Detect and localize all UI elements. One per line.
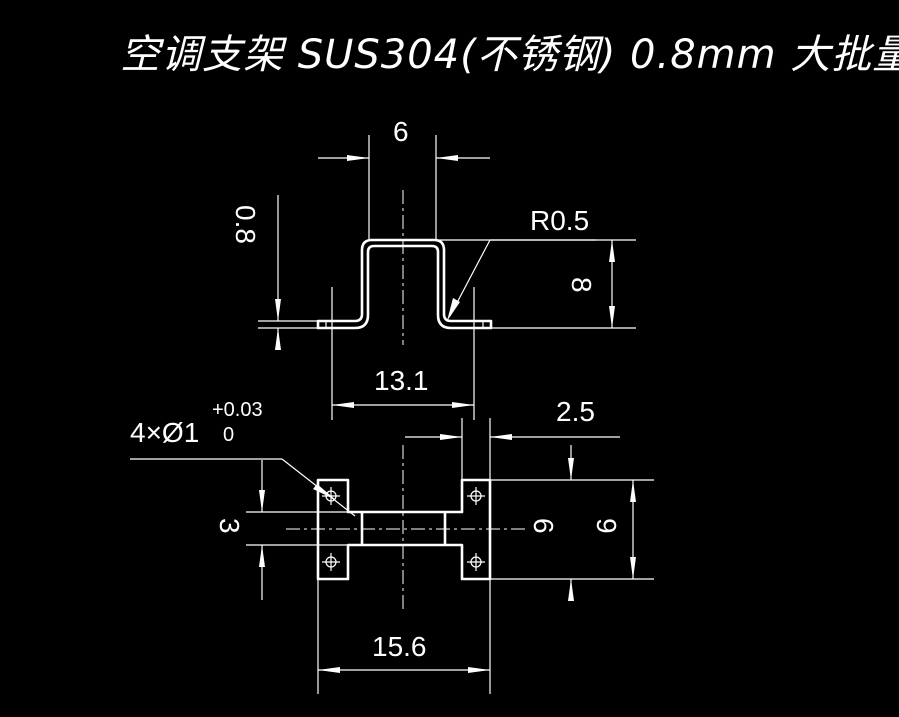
dim-hole-pitch-label: 3 bbox=[214, 518, 245, 534]
dim-bridge-width: 6 bbox=[490, 445, 590, 601]
dim-hole-tol-upper: +0.03 bbox=[212, 399, 263, 421]
dim-flange-length: 2.5 bbox=[405, 396, 620, 480]
dim-overall-length: 15.6 bbox=[317, 579, 491, 694]
dim-span: 13.1 bbox=[331, 287, 475, 420]
dim-thickness: 0.8 bbox=[230, 195, 318, 350]
dim-overall-width: 9 bbox=[590, 479, 654, 580]
dim-flange-length-label: 2.5 bbox=[556, 396, 595, 427]
dim-height: 8 bbox=[436, 239, 636, 329]
hole-top-right bbox=[467, 487, 485, 505]
dim-overall-length-label: 15.6 bbox=[372, 631, 427, 662]
dim-top-width: 6 bbox=[318, 116, 490, 240]
dim-radius-label: R0.5 bbox=[530, 205, 589, 236]
dim-hole-spec-main: 4×Ø1 bbox=[130, 417, 199, 448]
dim-thickness-label: 0.8 bbox=[230, 205, 261, 244]
dim-height-label: 8 bbox=[566, 277, 597, 293]
dim-hole-tol-lower: 0 bbox=[223, 424, 234, 446]
dim-radius: R0.5 bbox=[447, 205, 596, 321]
dim-bridge-width-label: 6 bbox=[528, 518, 559, 534]
dim-hole-pitch: 3 bbox=[214, 460, 362, 600]
dim-hole-spec: 4×Ø1 +0.03 0 bbox=[130, 399, 356, 517]
drawing-title: 空调支架 SUS304(不锈钢) 0.8mm 大批量 bbox=[120, 32, 899, 78]
dim-span-label: 13.1 bbox=[374, 365, 429, 396]
dim-top-width-label: 6 bbox=[393, 116, 409, 147]
hole-bottom-left bbox=[322, 553, 340, 571]
bracket-profile-outer bbox=[316, 238, 493, 330]
hole-bottom-right bbox=[467, 553, 485, 571]
dim-overall-width-label: 9 bbox=[591, 518, 622, 534]
